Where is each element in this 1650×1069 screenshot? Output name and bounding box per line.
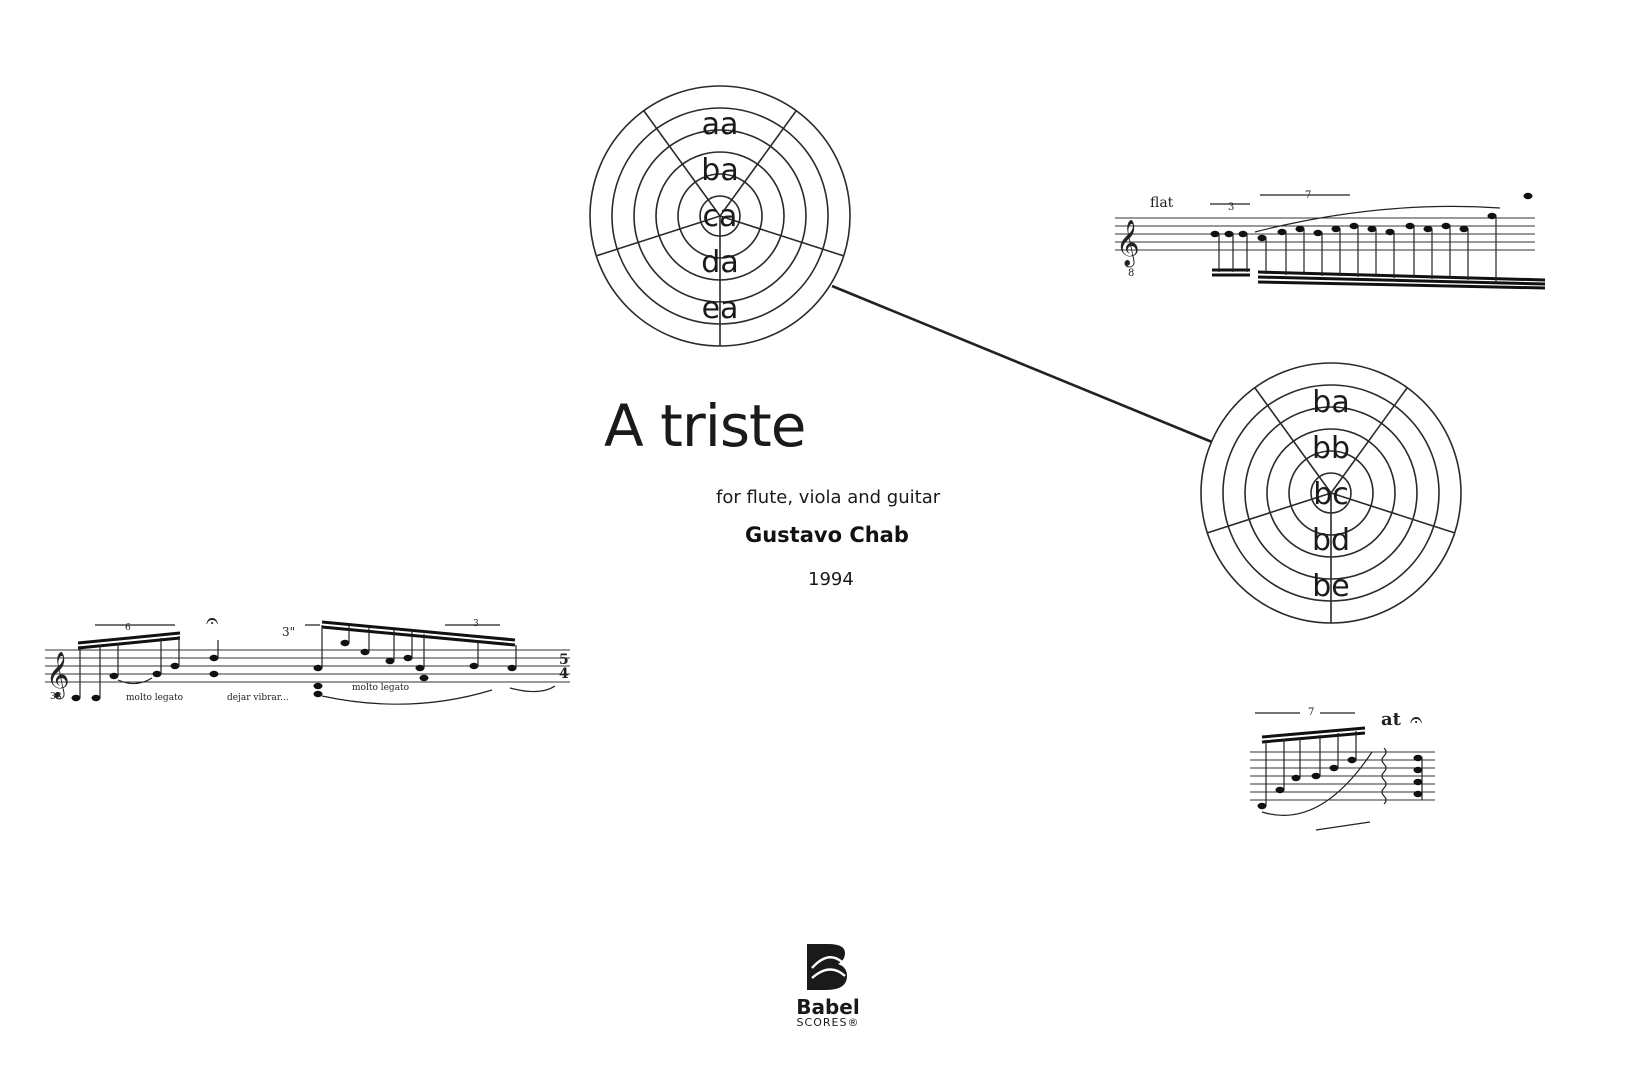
clef-octave-number: 8 [1128, 268, 1134, 279]
wheel-right-label-3: bc [1313, 477, 1349, 512]
measure-number: 38 [50, 692, 62, 702]
logo-name: Babel [796, 995, 860, 1019]
score-excerpt-bottom-right: 7 at 𝄐 [1250, 707, 1435, 831]
composition-year: 1994 [808, 569, 854, 590]
wheel-right: ba bb bc bd be [1200, 362, 1462, 624]
time-signature-top: 5 [559, 652, 569, 668]
treble-clef: 𝄞 [46, 652, 70, 700]
wheel-right-label-4: bd [1312, 523, 1350, 558]
duration-marking: 3" [282, 625, 295, 639]
page-title: A triste [604, 392, 806, 460]
expression-dejar-vibrar: dejar vibrar... [227, 693, 289, 703]
wheel-left-label-5: ea [702, 291, 739, 326]
tuplet-number-a: 6 [125, 623, 131, 633]
fermata: 𝄐 [206, 609, 218, 634]
wheel-left-label-2: ba [701, 153, 738, 188]
time-signature-bottom: 4 [559, 666, 569, 682]
publisher-logo: Babel SCORES® [790, 945, 866, 1029]
wheel-left-label-4: da [701, 245, 738, 280]
wheel-right-label-5: be [1312, 569, 1350, 604]
babel-logo-mark [807, 944, 847, 990]
tuplet-number-b: 3 [473, 619, 479, 629]
score-excerpt-left: 𝄞 38 6 3 3" molto legato dejar vibrar...… [45, 609, 570, 705]
wheel-left-label-1: aa [702, 107, 739, 142]
logo-subtitle: SCORES® [796, 1016, 860, 1029]
wheel-right-label-1: ba [1312, 385, 1349, 420]
expression-molto-legato-1: molto legato [126, 693, 183, 703]
wheel-right-label-2: bb [1312, 431, 1350, 466]
score-excerpt-top-right: 𝄞 8 flat 3 7 [1115, 190, 1546, 290]
composer-name: Gustavo Chab [745, 523, 909, 547]
instrumentation-subtitle: for flute, viola and guitar [716, 487, 941, 508]
tempo-marking: flat [1150, 195, 1174, 211]
treble-clef: 𝄞 [1116, 220, 1140, 268]
expression-molto-legato-2: molto legato [352, 683, 409, 693]
playing-marking: at [1381, 709, 1402, 730]
wheel-connector-line [831, 284, 1213, 444]
tuplet-number-a: 3 [1228, 202, 1234, 213]
wheel-left-label-3: ca [703, 199, 738, 234]
wheel-left: aa ba ca da ea [589, 85, 851, 347]
fermata: 𝄐 [1410, 708, 1422, 733]
tuplet-number: 7 [1308, 707, 1314, 718]
